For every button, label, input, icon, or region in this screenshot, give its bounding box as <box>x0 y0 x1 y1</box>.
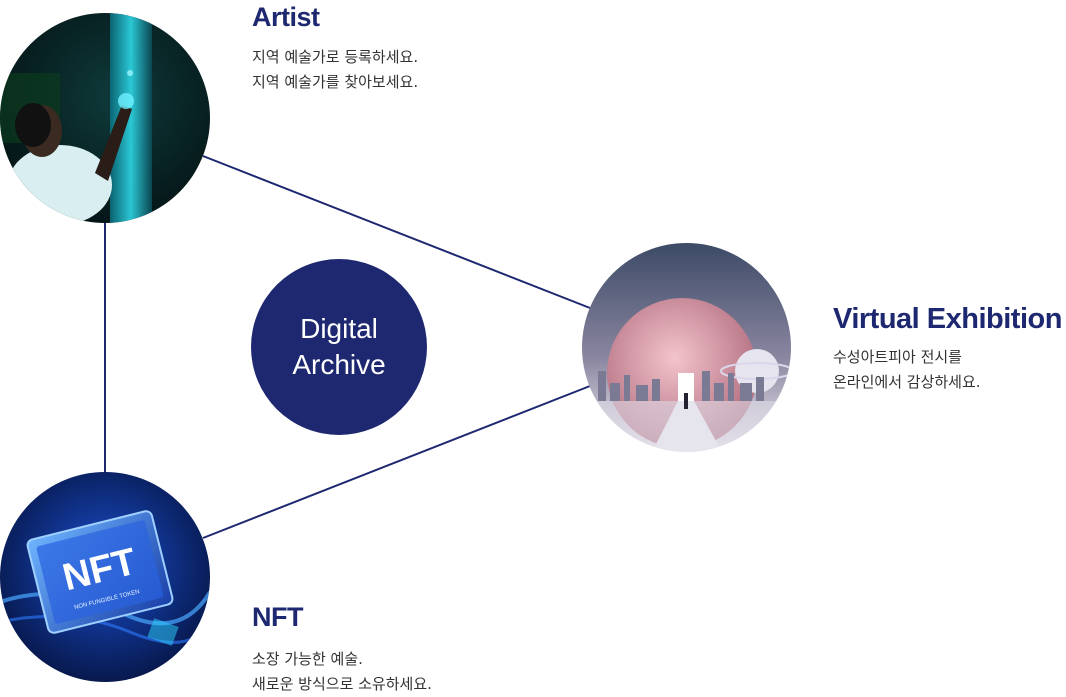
connector-artist-virtual <box>202 155 591 309</box>
virtual-exhibition-description: 수성아트피아 전시를 온라인에서 감상하세요. <box>833 345 981 395</box>
nft-title[interactable]: NFT <box>252 602 303 632</box>
nft-desc-line1: 소장 가능한 예술. <box>252 650 363 668</box>
artist-description: 지역 예술가로 등록하세요. 지역 예술가를 찾아보세요. <box>252 45 418 95</box>
center-label-line1: Digital <box>300 313 378 344</box>
nft-image[interactable]: NFT NON FUNGIBLE TOKEN <box>0 472 210 682</box>
artist-title[interactable]: Artist <box>252 2 320 32</box>
nft-description: 소장 가능한 예술. 새로운 방식으로 소유하세요. <box>252 647 432 697</box>
artist-desc-line2: 지역 예술가를 찾아보세요. <box>252 73 419 91</box>
digital-archive-hub: Digital Archive <box>251 259 427 435</box>
center-label-line2: Archive <box>292 349 386 380</box>
virtual-exhibition-image[interactable] <box>582 243 791 452</box>
nft-desc-line2: 새로운 방식으로 소유하세요. <box>252 675 432 693</box>
artist-desc-line1: 지역 예술가로 등록하세요. <box>252 48 419 66</box>
connector-nft-virtual <box>202 385 591 539</box>
artist-image[interactable] <box>0 13 210 223</box>
virtual-exhibition-title[interactable]: Virtual Exhibition <box>833 303 1062 335</box>
virtual-desc-line2: 온라인에서 감상하세요. <box>833 373 981 391</box>
virtual-desc-line1: 수성아트피아 전시를 <box>833 348 962 366</box>
